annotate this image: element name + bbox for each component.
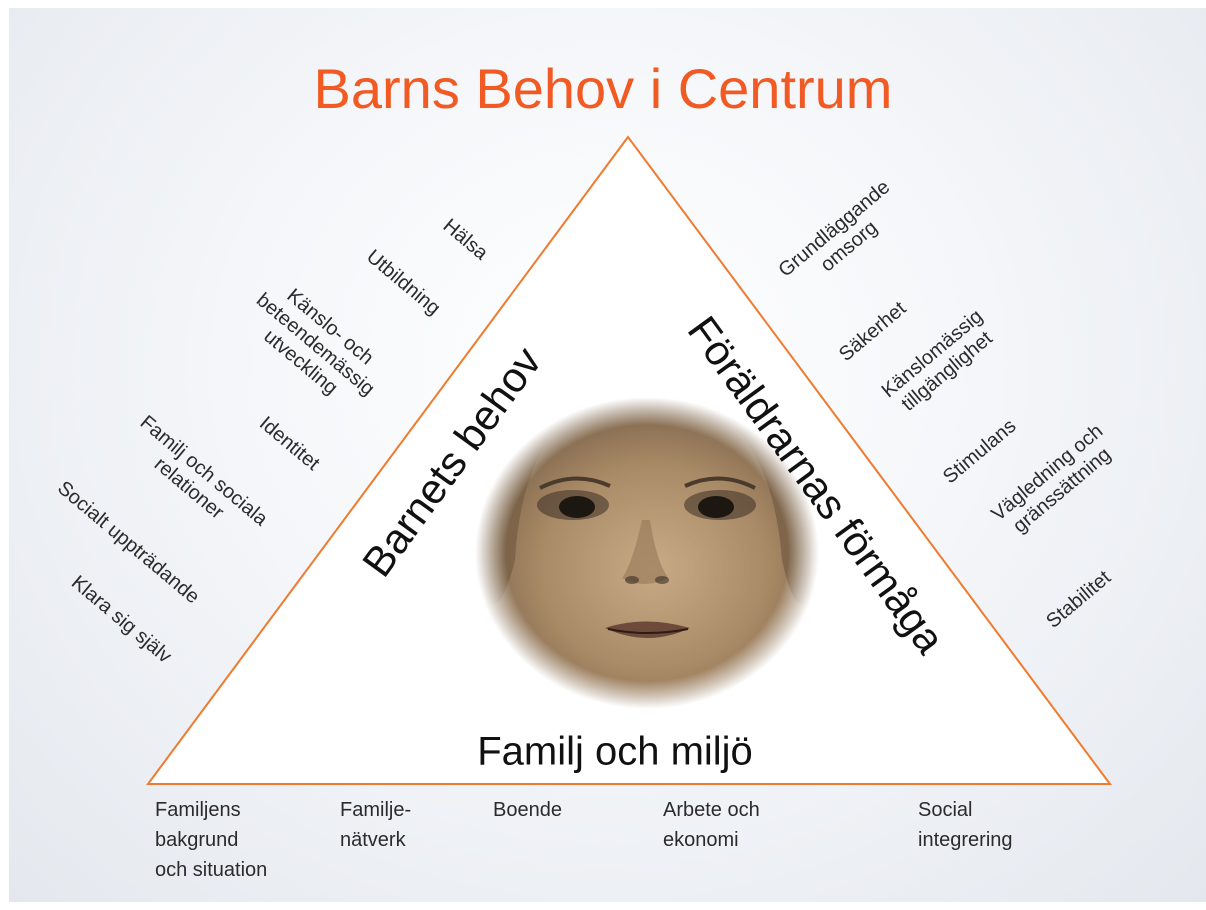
child-face-photo [475, 384, 819, 709]
bottom-item-boende: Boende [493, 799, 562, 821]
bottom-item-familjens: Familjens bakgrund och situation [155, 799, 268, 881]
bottom-item-familjenatverk: Familje- nätverk [340, 799, 412, 851]
bottom-item-social: Social integrering [918, 799, 1013, 851]
bottom-side-heading: Familj och miljö [477, 729, 753, 774]
bottom-item-arbete: Arbete och ekonomi [663, 799, 760, 851]
page-title: Barns Behov i Centrum [313, 57, 893, 120]
